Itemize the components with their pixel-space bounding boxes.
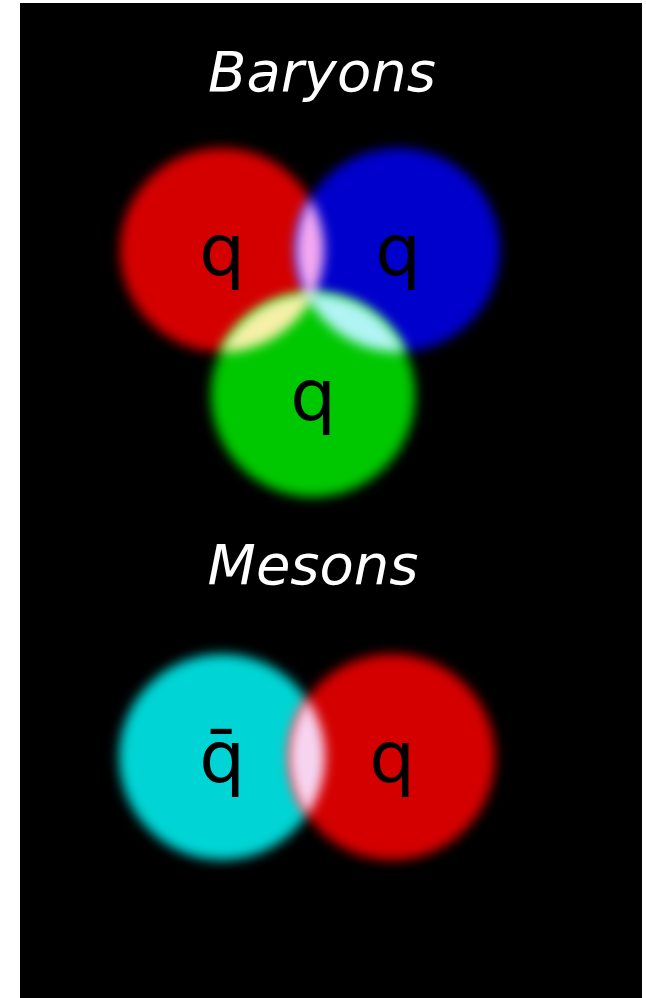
overlap-lens — [211, 293, 415, 497]
quark-symbol: q — [375, 214, 421, 286]
quark-symbol: q — [199, 214, 245, 286]
quark-circle: q — [207, 289, 419, 501]
text-holder: q — [207, 289, 419, 501]
quark-circle: q — [285, 650, 499, 864]
text-holder: q — [285, 650, 499, 864]
section-heading: Mesons — [208, 537, 419, 593]
quark-symbol: q — [290, 359, 336, 431]
overlap-lens — [211, 293, 415, 497]
color-charge-disc — [211, 293, 415, 497]
section-heading: Baryons — [208, 44, 436, 100]
center-glow — [296, 148, 500, 352]
overlap-lens — [289, 654, 495, 860]
quark-symbol: q — [369, 721, 415, 793]
quark-symbol: q̄ — [199, 721, 245, 793]
black-background — [20, 3, 642, 998]
color-charge-disc — [289, 654, 495, 860]
overlap-lens — [296, 148, 500, 352]
